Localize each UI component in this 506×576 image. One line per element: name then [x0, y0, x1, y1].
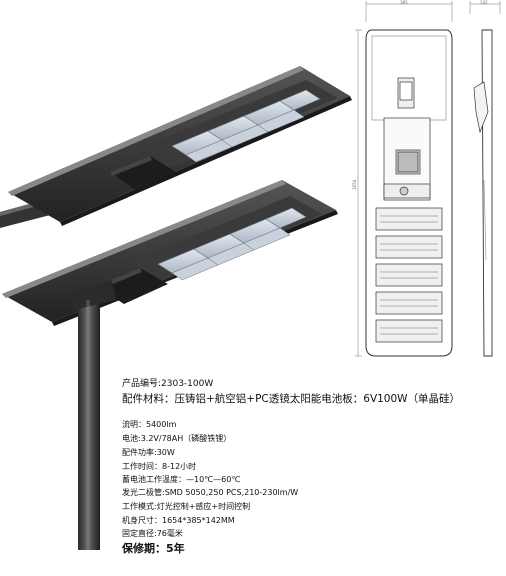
pole	[70, 280, 116, 550]
body-size: 机身尺寸：1654*385*142MM	[122, 516, 235, 525]
upper-sensor-box	[110, 156, 176, 190]
product-code: 产品编号:2303-100W	[122, 379, 214, 389]
work-mode: 工作模式:灯光控制+感应+时间控制	[122, 502, 251, 511]
upper-lamp-bottom	[60, 96, 352, 226]
pole-diameter: 固定直径:76毫米	[122, 529, 183, 538]
depth-dimension-label: 142	[480, 0, 488, 5]
led-module-grid	[375, 207, 443, 343]
upper-led-modules	[171, 89, 321, 163]
upper-lamp	[0, 66, 352, 228]
power: 配件功率:30W	[122, 448, 175, 457]
lumen: 流明：5400lm	[122, 420, 177, 429]
lower-led-modules	[157, 207, 307, 281]
length-dimension-label: 1654	[352, 179, 357, 190]
battery: 电池:3.2V/78AH（磷酸铁锂）	[122, 434, 232, 443]
materials: 配件材料：压铸铝+航空铝+PC透镜太阳能电池板：6V100W（单晶硅）	[122, 393, 461, 405]
front-view-drawing	[355, 1, 453, 357]
side-view-drawing	[469, 1, 501, 357]
warranty: 保修期：5年	[122, 542, 185, 555]
led-spec: 发光二极管:SMD 5050,250 PCS,210-230lm/W	[122, 488, 299, 497]
battery-temperature: 蓄电池工作温度：—10℃—60℃	[122, 475, 241, 484]
work-time: 工作时间：8-12小时	[122, 462, 197, 471]
width-dimension-label: 385	[400, 0, 408, 5]
